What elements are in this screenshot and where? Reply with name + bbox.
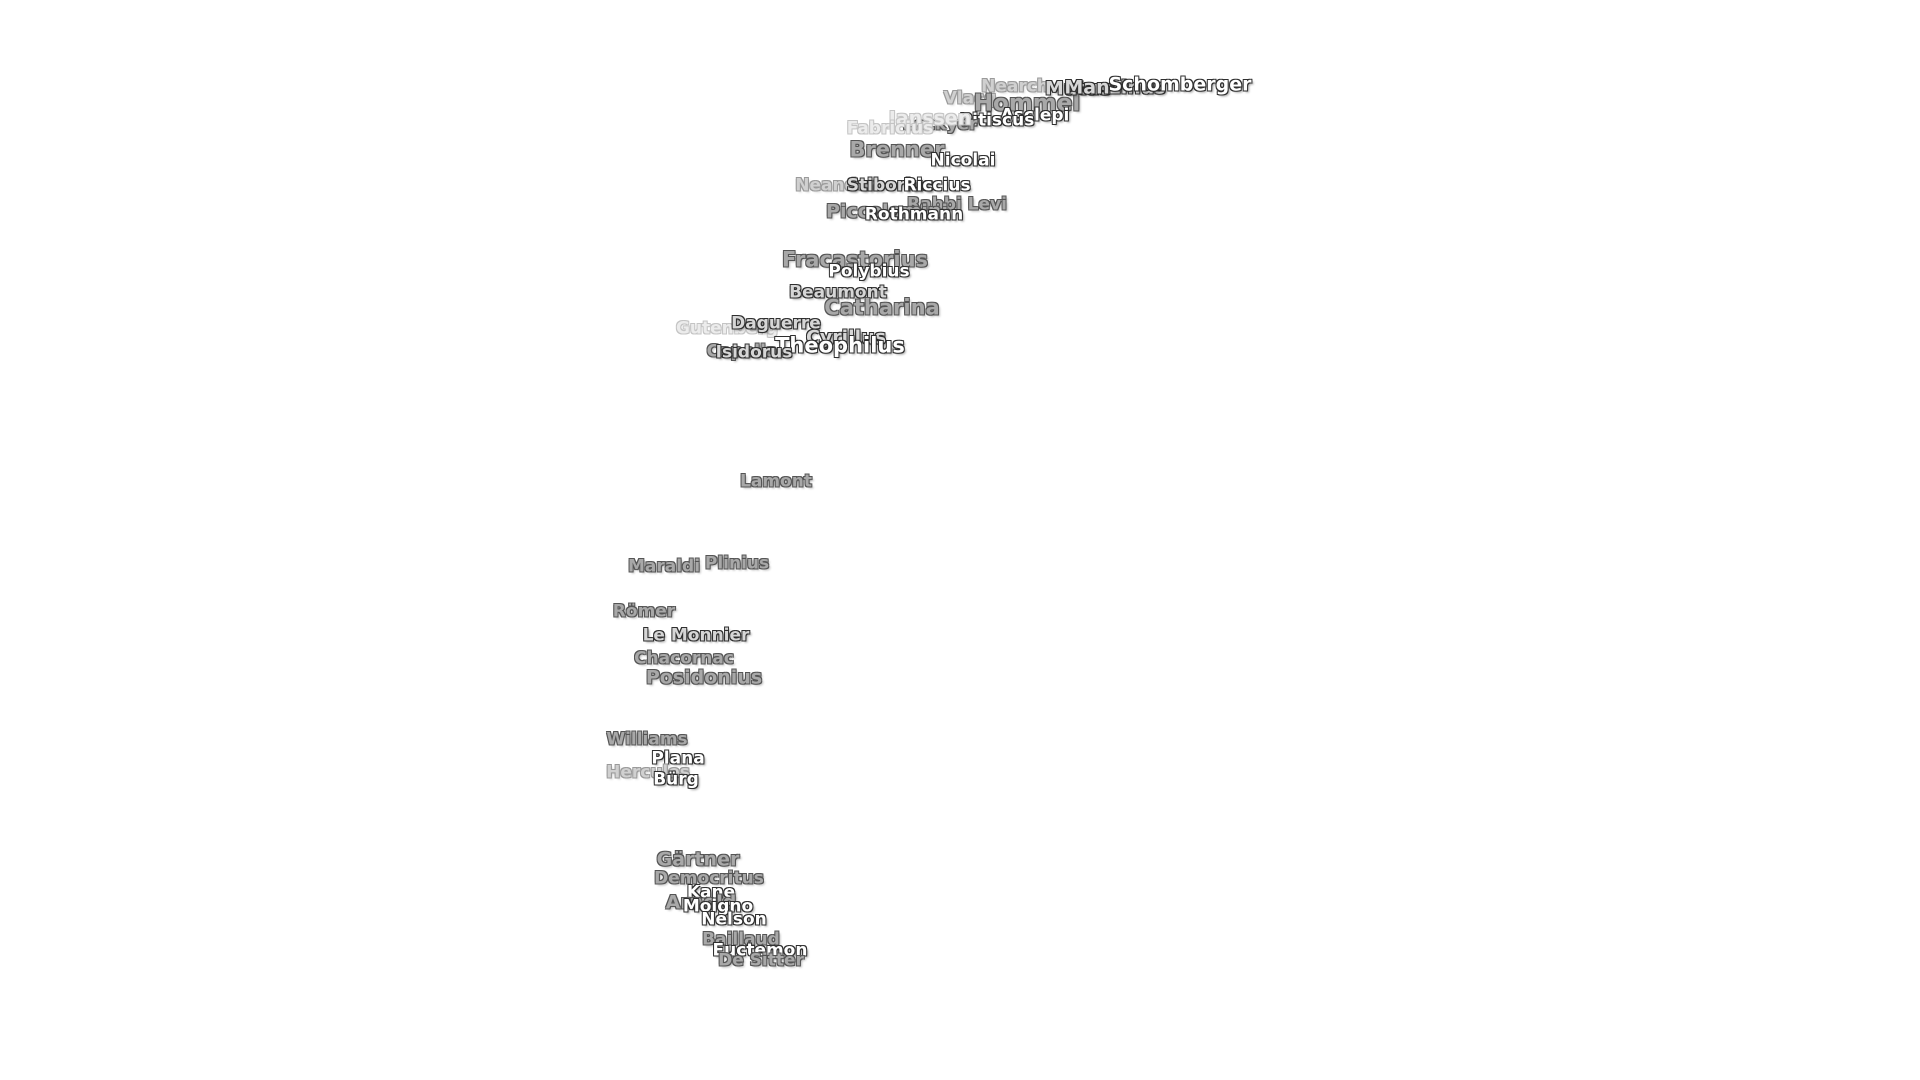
crater-label-cyrillus: Cyrillus <box>805 326 887 349</box>
crater-label-brenner: Brenner <box>849 137 945 162</box>
crater-label-posidonius: Posidonius <box>645 666 763 689</box>
crater-label-moigno: Moigno <box>682 896 754 917</box>
crater-label-arnold: Arnold <box>665 891 737 914</box>
crater-label-gartner: Gärtner <box>656 848 740 871</box>
crater-label-theophilus: Theophilus <box>775 333 905 358</box>
crater-label-asclepi: Asclepi <box>1000 105 1070 126</box>
crater-label-pitiscus: Pitiscus <box>959 110 1035 131</box>
crater-label-plana: Plana <box>651 748 705 769</box>
crater-label-fabricius: Fabricius <box>846 118 934 139</box>
crater-label-daguerre: Daguerre <box>731 313 821 334</box>
crater-label-baillaud: Baillaud <box>702 929 780 950</box>
crater-label-hommel: Hommel <box>973 90 1081 117</box>
crater-label-stiborius: Stiborius <box>846 175 934 196</box>
crater-label-gutenberg: Gutenberg <box>675 318 779 339</box>
crater-label-rabbi-levi: Rabbi Levi <box>907 194 1007 215</box>
crater-label-riccius: Riccius <box>903 175 971 196</box>
crater-label-kane: Kane <box>686 882 736 903</box>
crater-label-catharina: Catharina <box>824 295 940 320</box>
crater-label-neander: Neander <box>795 175 877 196</box>
crater-label-isidorus: Isidorus <box>715 342 793 363</box>
crater-label-capella: Capella <box>706 341 778 362</box>
crater-label-chacornac: Chacornac <box>634 648 734 669</box>
crater-label-schomberger: Schomberger <box>1108 73 1252 96</box>
crater-label-vlacq: Vlacq <box>943 88 997 109</box>
crater-label-janssen: Janssen <box>888 107 972 130</box>
crater-label-lockyer: Lockyer <box>902 114 978 135</box>
crater-label-burg: Bürg <box>653 769 699 790</box>
crater-label-williams: Williams <box>606 729 688 750</box>
crater-label-le-monnier: Le Monnier <box>642 625 750 646</box>
crater-label-nearch: Nearch <box>981 76 1049 97</box>
crater-label-polybius: Polybius <box>828 261 910 282</box>
crater-label-manzinus: Manzinus <box>1064 76 1166 99</box>
crater-label-beaumont: Beaumont <box>789 282 887 303</box>
crater-label-rothmann: Rothmann <box>864 204 964 225</box>
crater-label-lamont: Lamont <box>740 471 812 492</box>
crater-label-democritus: Democritus <box>654 868 764 889</box>
crater-label-euctemon: Euctemon <box>712 940 808 961</box>
crater-label-piccolomini: Piccolomini <box>826 200 948 223</box>
crater-label-hercules: Hercules <box>606 762 690 783</box>
crater-label-romer: Römer <box>612 601 676 622</box>
crater-label-fracastorius: Fracastorius <box>781 247 929 272</box>
crater-label-nicolai: Nicolai <box>930 150 996 171</box>
crater-label-plinius: Plinius <box>704 553 770 574</box>
crater-label-mutus: Mutus <box>1044 77 1112 100</box>
crater-label-de-sitter: De Sitter <box>718 950 804 971</box>
crater-label-maraldi: Maraldi <box>627 556 701 577</box>
crater-label-nelson: Nelson <box>701 909 767 930</box>
